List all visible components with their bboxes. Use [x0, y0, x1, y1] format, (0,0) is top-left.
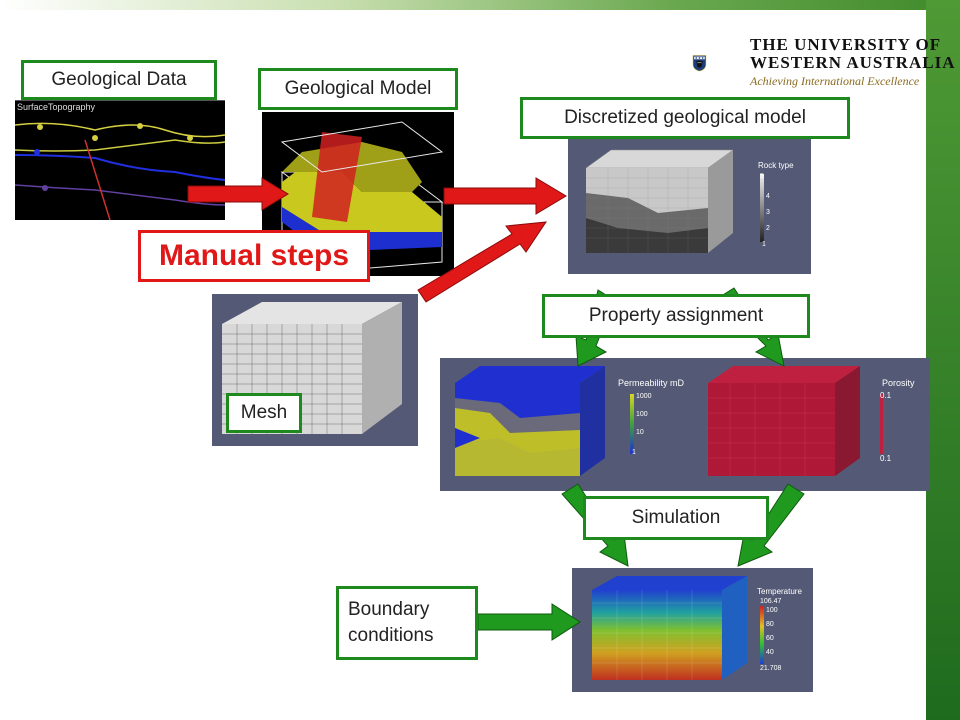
simulation-text: Simulation [631, 507, 721, 528]
discretized-model-label: Discretized geological model [520, 97, 850, 139]
university-name: THE UNIVERSITY OF WESTERN AUSTRALIA [750, 36, 955, 72]
university-crest-icon [692, 55, 707, 72]
property-assignment-text: Property assignment [588, 305, 764, 326]
simulation-result-image: Temperature 106.47 100 80 60 40 21.708 [572, 568, 813, 692]
mesh-label: Mesh [226, 393, 302, 433]
geological-model-label: Geological Model [258, 68, 458, 110]
geological-model-text: Geological Model [284, 78, 432, 99]
rock-type-legend-title: Rock type [758, 161, 794, 170]
permeability-tick-1: 1 [632, 449, 636, 456]
mesh-text: Mesh [240, 402, 288, 423]
boundary-conditions-label: Boundary conditions [336, 586, 478, 660]
top-decor-band [0, 0, 960, 10]
porosity-bottom-value: 0.1 [880, 454, 892, 463]
temperature-tick-80: 80 [766, 621, 774, 628]
arrow-model-to-discretized [443, 177, 567, 215]
permeability-tick-1000: 1000 [636, 393, 652, 400]
manual-steps-label: Manual steps [138, 230, 370, 282]
temperature-legend-title: Temperature [757, 587, 802, 596]
geo-data-header: SurfaceTopography [17, 102, 96, 112]
rock-type-tick-3: 3 [766, 209, 770, 216]
university-name-line1: THE UNIVERSITY OF [750, 35, 942, 54]
porosity-top-value: 0.1 [880, 391, 892, 400]
permeability-tick-100: 100 [636, 411, 648, 418]
university-motto: Achieving International Excellence [750, 74, 920, 88]
temperature-tick-min: 21.708 [760, 665, 782, 672]
discretized-model-image: Rock type 5 4 3 2 1 [568, 138, 811, 274]
right-decor-band [926, 0, 960, 720]
geological-data-image: SurfaceTopography [15, 100, 225, 220]
rock-type-tick-2: 2 [766, 225, 770, 232]
rock-type-tick-1: 1 [762, 241, 766, 248]
rock-type-tick-4: 4 [766, 193, 770, 200]
simulation-label: Simulation [583, 496, 769, 540]
porosity-legend-title: Porosity [882, 378, 915, 388]
discretized-model-text: Discretized geological model [564, 107, 806, 128]
property-assignment-label: Property assignment [542, 294, 810, 338]
university-name-line2: WESTERN AUSTRALIA [750, 53, 956, 72]
manual-steps-text: Manual steps [158, 239, 350, 272]
arrow-boundary-to-simulation [477, 603, 581, 641]
boundary-conditions-line1: Boundary [348, 599, 430, 620]
geological-data-label: Geological Data [21, 60, 217, 100]
permeability-tick-10: 10 [636, 429, 644, 436]
temperature-tick-60: 60 [766, 635, 774, 642]
boundary-conditions-line2: conditions [348, 625, 434, 646]
rock-type-tick-5: 5 [760, 173, 764, 180]
temperature-tick-40: 40 [766, 649, 774, 656]
temperature-tick-100: 100 [766, 607, 778, 614]
property-assignment-image: Permeability mD 1000 100 10 1 Porosity 0… [440, 358, 930, 491]
geological-data-text: Geological Data [51, 69, 187, 90]
permeability-legend-title: Permeability mD [618, 378, 685, 388]
temperature-tick-max: 106.47 [760, 598, 782, 605]
